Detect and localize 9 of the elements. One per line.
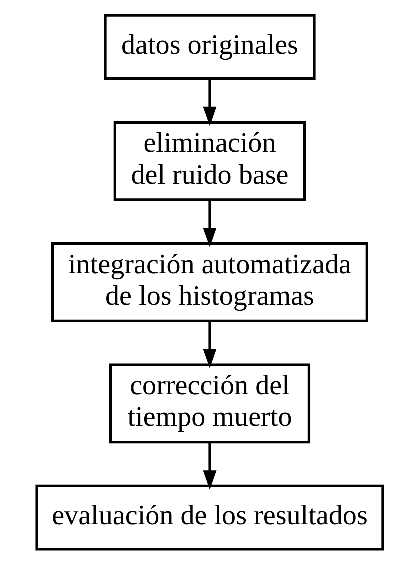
- node-box: integración automatizada de los histogramas: [51, 242, 368, 322]
- arrow: [202, 442, 216, 490]
- node-box: eliminación del ruido base: [113, 121, 306, 202]
- node-box: corrección del tiempo muerto: [108, 364, 310, 444]
- arrow: [202, 321, 216, 369]
- arrow: [202, 200, 216, 248]
- node-box: evaluación de los resultados: [35, 484, 384, 551]
- arrow: [202, 79, 216, 126]
- node-box: datos originales: [104, 14, 316, 80]
